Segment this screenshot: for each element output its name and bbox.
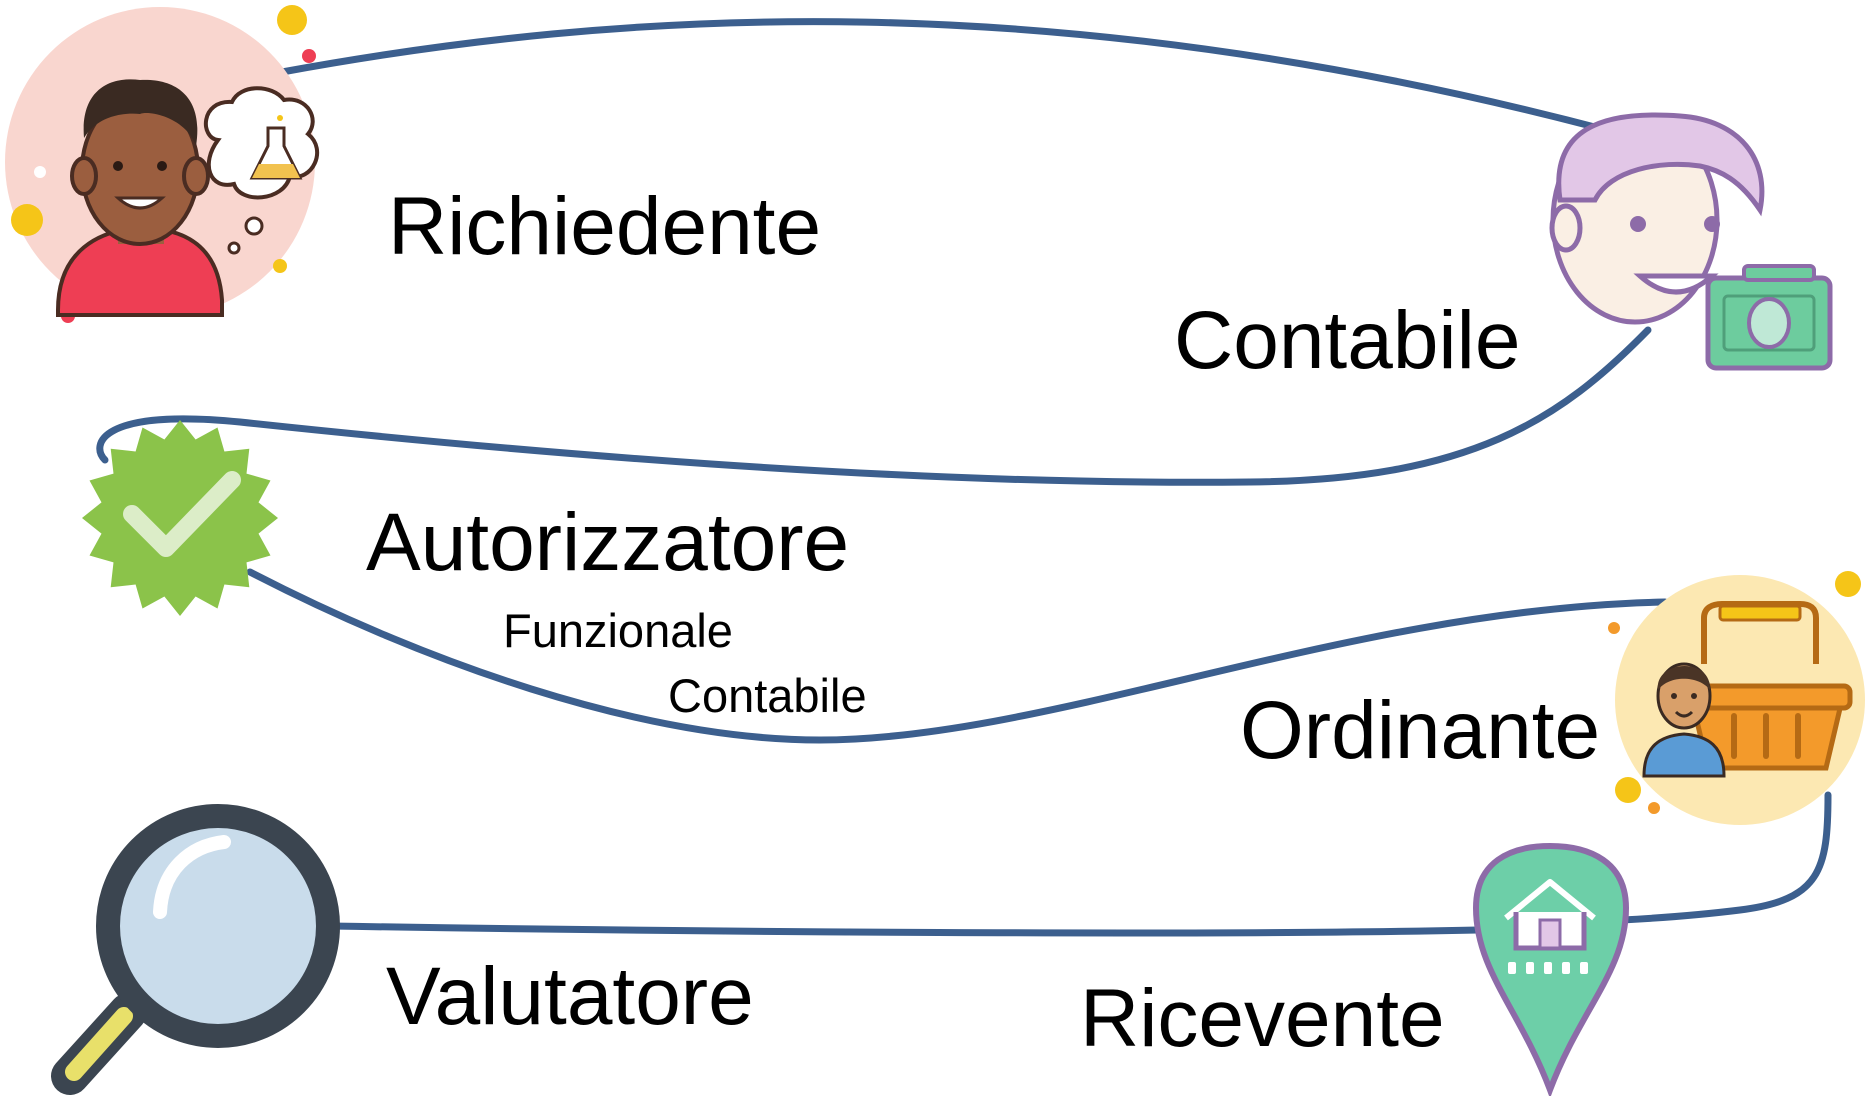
magnifier-icon xyxy=(51,804,340,1095)
warehouse-pin-icon xyxy=(1472,842,1630,1096)
path-segment-buyer-receiver xyxy=(1618,791,1832,924)
accountant-money-icon xyxy=(1549,112,1833,371)
path-segment-authorizer-buyer xyxy=(246,568,1669,744)
path-segment-requester-accountant xyxy=(278,18,1629,139)
accountant-label: Contabile xyxy=(1174,295,1521,386)
approval-badge-icon xyxy=(82,420,278,616)
path-segment-accountant-authorizer xyxy=(96,326,1652,486)
authorizer-functional-label: Funzionale xyxy=(503,604,733,657)
buyer-label: Ordinante xyxy=(1240,685,1601,776)
authorizer-accounting-label: Contabile xyxy=(668,669,867,722)
receiver-label: Ricevente xyxy=(1080,973,1445,1064)
authorizer-label: Autorizzatore xyxy=(366,497,850,588)
path-segment-receiver-evaluator xyxy=(326,922,1482,937)
buyer-basket-icon xyxy=(1608,571,1865,825)
requester-scientist-icon xyxy=(5,5,320,323)
requester-label: Richiedente xyxy=(388,181,822,272)
evaluator-label: Valutatore xyxy=(386,951,754,1042)
workflow-path xyxy=(96,18,1832,937)
